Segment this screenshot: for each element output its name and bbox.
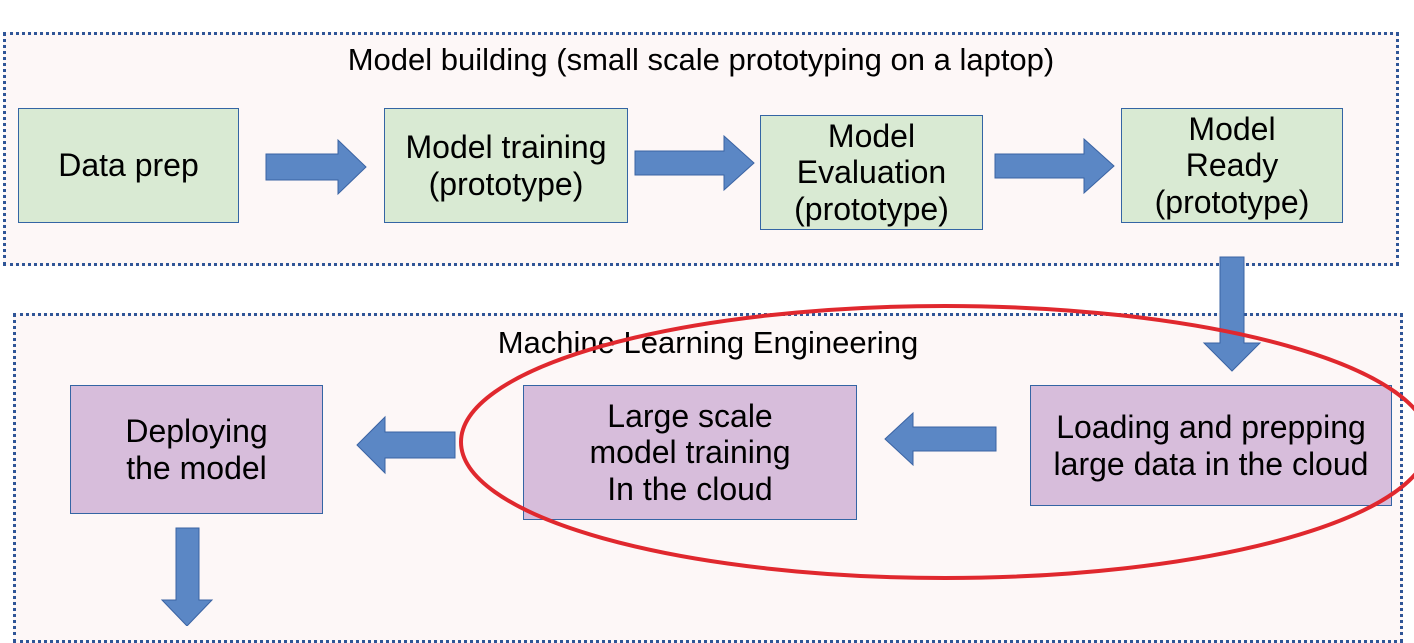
box-label-line: (prototype) xyxy=(1154,183,1310,220)
arrow-down-icon xyxy=(1202,256,1262,372)
arrow-right-icon xyxy=(634,134,755,192)
arrow-left-icon xyxy=(884,411,997,467)
panel-title-ml-engineering: Machine Learning Engineering xyxy=(497,325,919,360)
box-label-line: Large scale xyxy=(607,398,773,435)
box-data-prep: Data prep xyxy=(18,108,239,223)
box-large-scale-training: Large scale model training In the cloud xyxy=(523,385,857,520)
box-label-line: In the cloud xyxy=(607,470,773,507)
arrow-right-icon xyxy=(994,137,1115,195)
box-label-line: the model xyxy=(126,449,267,486)
diagram-overlay xyxy=(160,134,1414,626)
box-loading-prepping-data: Loading and prepping large data in the c… xyxy=(1030,385,1392,506)
arrow-right-icon xyxy=(265,138,367,196)
box-model-ready: Model Ready (prototype) xyxy=(1121,108,1343,223)
box-label-line: Loading and prepping xyxy=(1056,409,1366,446)
box-model-training: Model training (prototype) xyxy=(384,108,628,223)
box-label-line: Deploying xyxy=(125,413,268,450)
box-model-evaluation: Model Evaluation (prototype) xyxy=(760,115,983,230)
box-label-line: Evaluation xyxy=(796,154,947,191)
box-label-line: Data prep xyxy=(58,147,199,184)
arrow-left-icon xyxy=(356,415,456,475)
highlight-ellipse xyxy=(459,304,1414,580)
box-label-line: (prototype) xyxy=(428,165,584,202)
box-label-line: Model training xyxy=(405,129,607,166)
box-label-line: Ready xyxy=(1185,147,1279,184)
panel-title-model-building: Model building (small scale prototyping … xyxy=(347,42,1055,77)
box-label-line: Model xyxy=(1188,111,1276,148)
box-label-line: model training xyxy=(589,434,791,471)
box-deploying-model: Deploying the model xyxy=(70,385,323,514)
box-label-line: Model xyxy=(827,118,916,155)
box-label-line: (prototype) xyxy=(794,190,949,227)
arrow-down-icon xyxy=(160,527,214,626)
box-label-line: large data in the cloud xyxy=(1053,445,1369,482)
